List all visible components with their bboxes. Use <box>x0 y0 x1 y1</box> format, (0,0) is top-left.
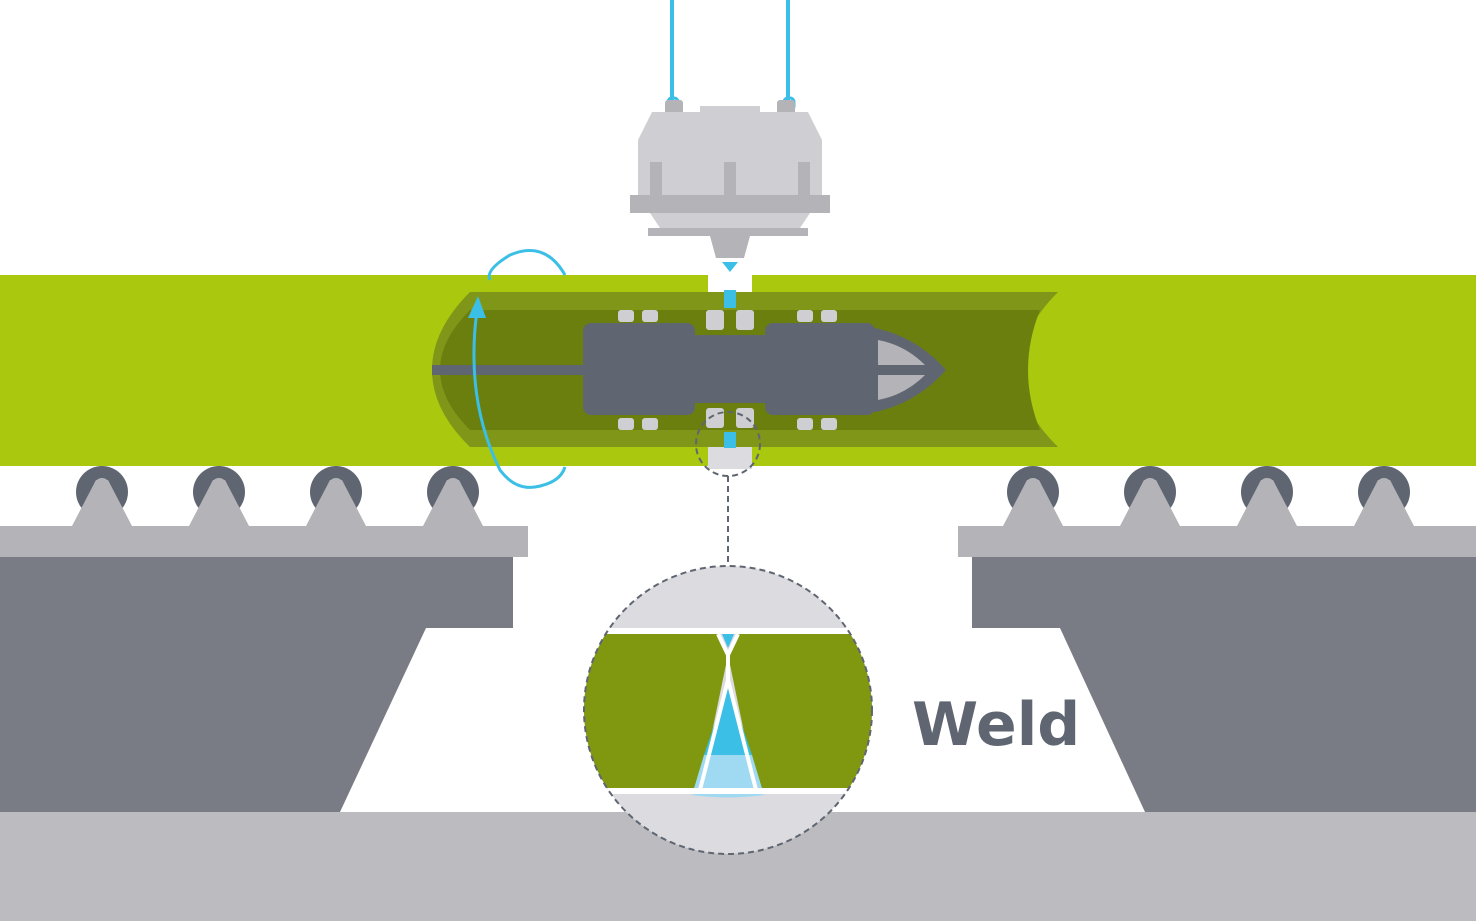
roller-icon <box>423 466 483 526</box>
magnifier-icon <box>695 411 761 565</box>
roller-icon <box>189 466 249 526</box>
internal-welder-icon <box>432 310 946 430</box>
roller-icon <box>1120 466 1180 526</box>
roller-icon <box>72 466 132 526</box>
cables <box>666 0 796 112</box>
welding-head-icon <box>630 100 830 258</box>
rollers <box>72 466 1414 526</box>
roller-icon <box>1003 466 1063 526</box>
weld-detail-lens <box>583 565 873 855</box>
roller-icon <box>1237 466 1297 526</box>
weld-beam <box>722 262 738 448</box>
weld-label: Weld <box>912 690 1080 760</box>
roller-icon <box>306 466 366 526</box>
right-support <box>958 526 1476 812</box>
roller-icon <box>1354 466 1414 526</box>
rotation-arrow-icon <box>468 249 567 489</box>
left-support <box>0 526 528 812</box>
